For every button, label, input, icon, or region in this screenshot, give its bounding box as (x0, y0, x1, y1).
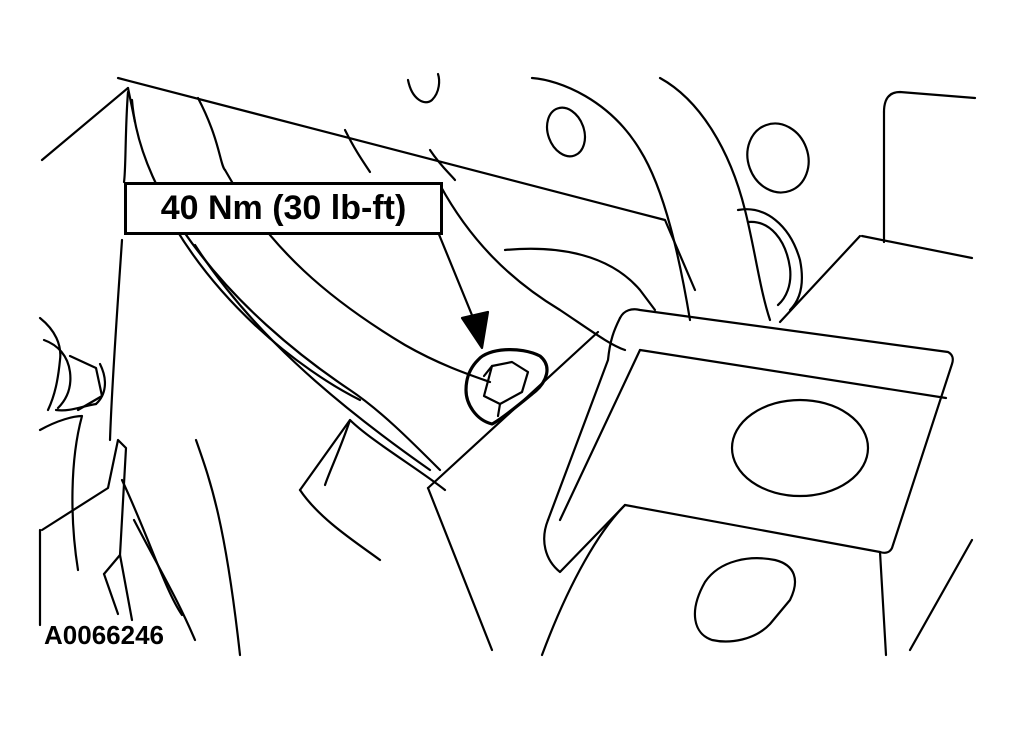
main-bracket (426, 234, 974, 657)
lower-slot (693, 557, 797, 643)
torque-spec-text: 40 Nm (30 lb-ft) (160, 189, 407, 227)
left-bracket (38, 90, 242, 657)
bolt (464, 348, 549, 426)
body-curves (130, 98, 657, 562)
torque-arrow (436, 230, 490, 350)
figure-id-label: A0066246 (44, 620, 164, 650)
torque-spec-callout: 40 Nm (30 lb-ft) (124, 182, 443, 235)
upper-mount (406, 72, 977, 322)
upper-housing (40, 76, 697, 292)
